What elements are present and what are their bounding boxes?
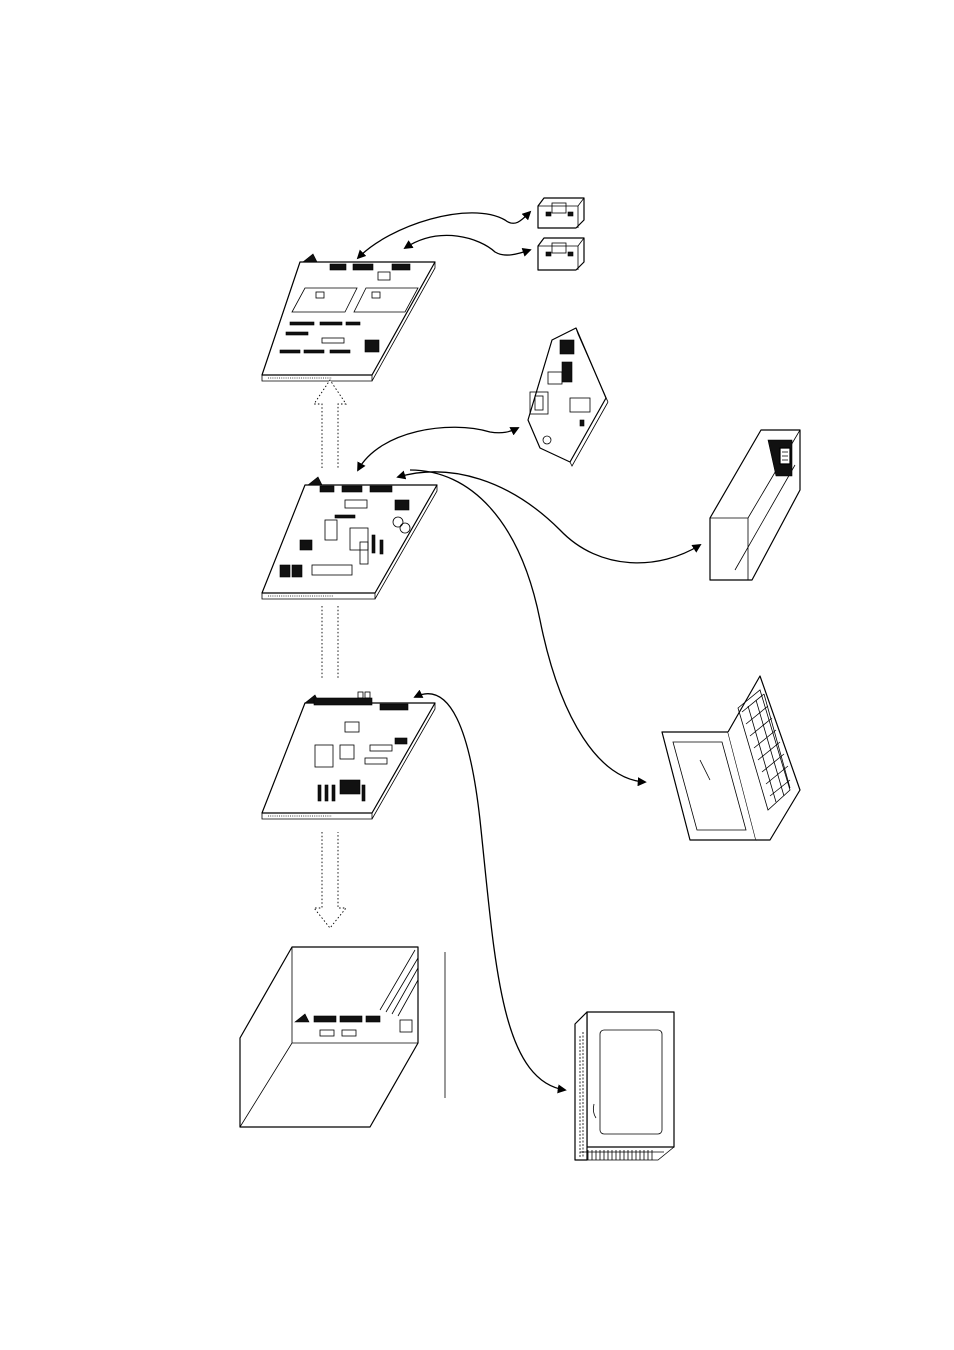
board-middle-icon xyxy=(262,477,437,599)
connector-module-icon xyxy=(538,238,584,270)
dotted-arrow-top xyxy=(314,380,346,468)
connector-module-icon xyxy=(538,198,584,228)
disk-drive-icon xyxy=(710,430,800,580)
dotted-arrow-bottom xyxy=(314,832,346,928)
arrow-bottom-to-monitor xyxy=(415,694,565,1090)
laptop-icon xyxy=(662,676,800,840)
dotted-connector-middle xyxy=(322,606,338,678)
board-top-icon xyxy=(262,254,435,381)
board-bottom-icon xyxy=(262,692,435,819)
arrow-middle-to-adapter xyxy=(358,427,518,470)
monitor-icon xyxy=(575,1012,674,1160)
arrow-middle-to-drive xyxy=(398,472,700,563)
adapter-card-icon xyxy=(528,328,608,466)
enclosure-box-icon xyxy=(240,947,445,1127)
arrow-top-to-module2 xyxy=(405,235,530,255)
arrow-middle-to-laptop xyxy=(410,470,645,782)
